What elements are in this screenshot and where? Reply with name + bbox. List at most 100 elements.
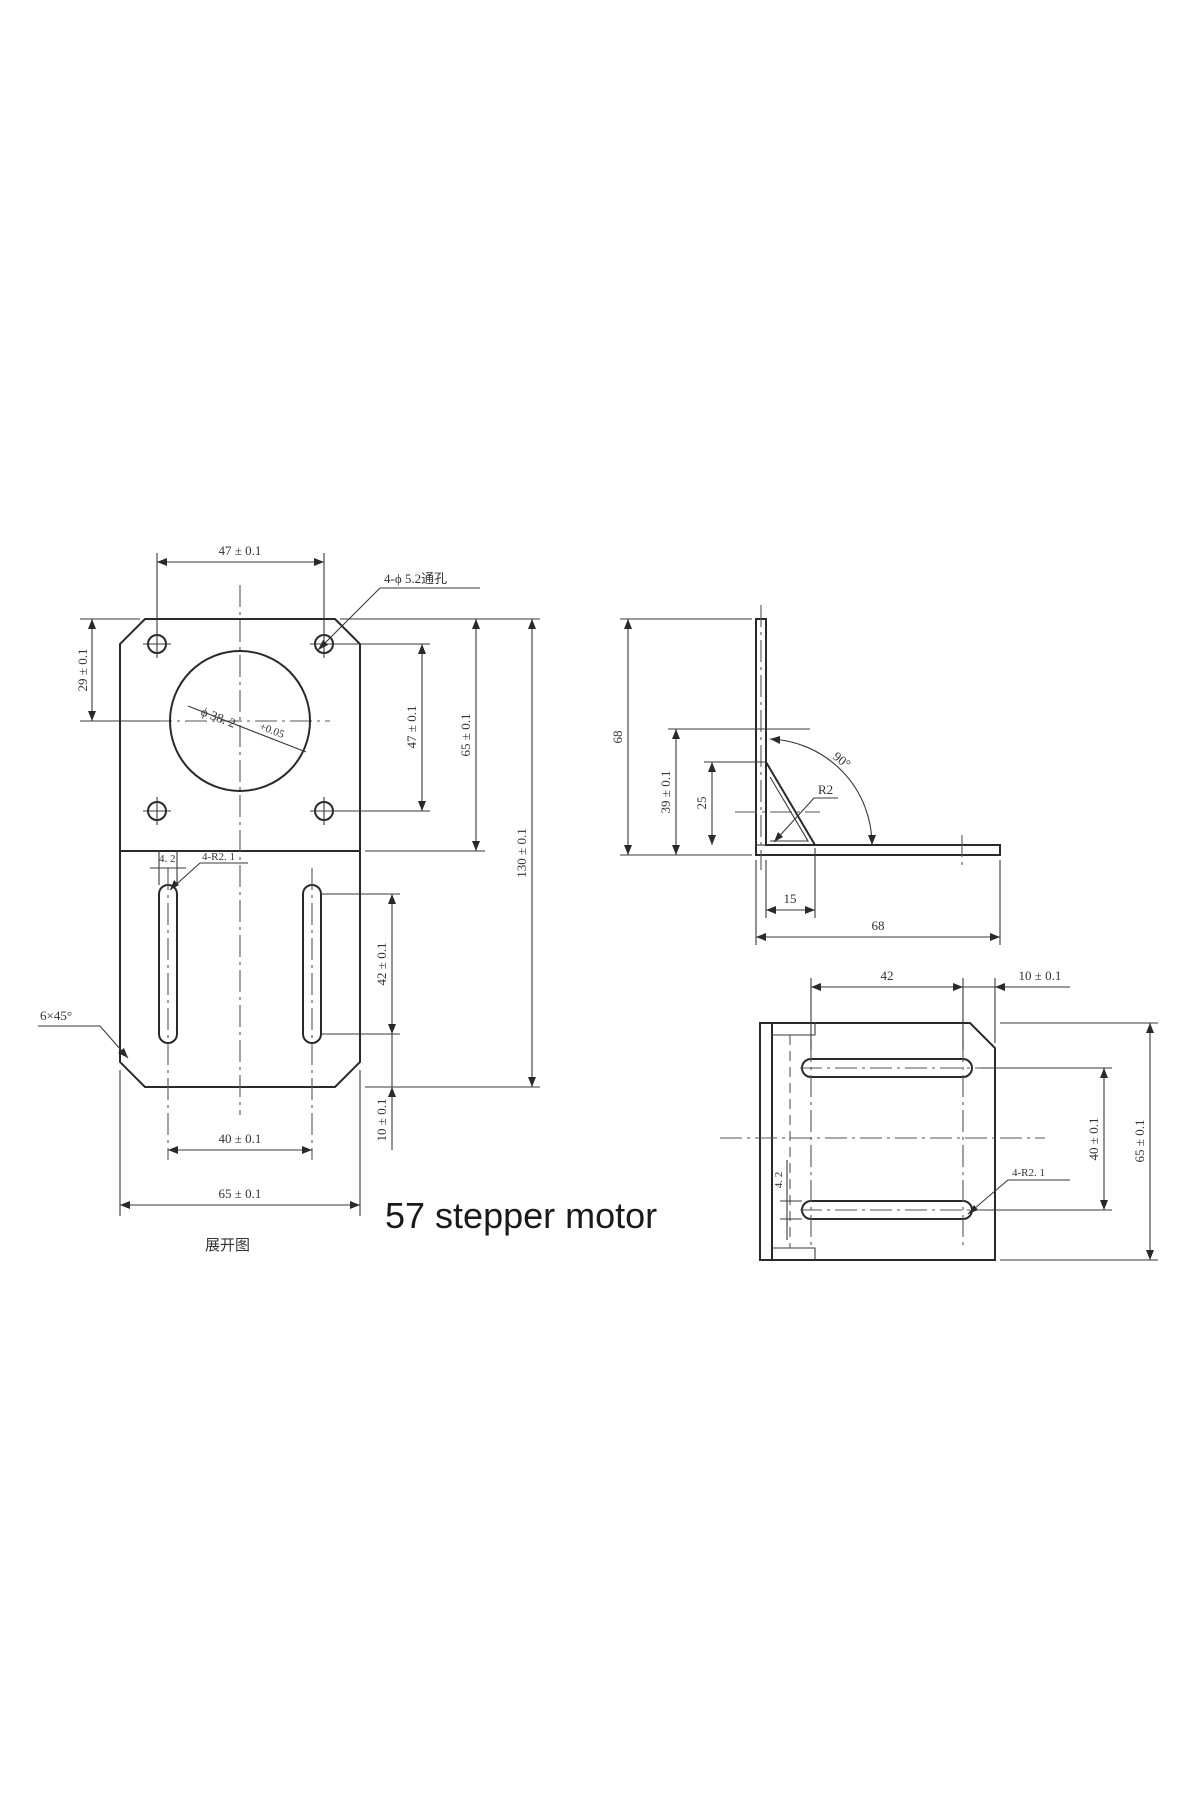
dim-label: 47 ± 0.1 — [219, 543, 262, 558]
leader-line — [38, 1025, 129, 1059]
dim-tolerance: +0.05 — [258, 721, 287, 742]
dim-47-vertical: 47 ± 0.1 — [334, 643, 430, 812]
dim-label: R2 — [818, 782, 833, 797]
dim-65-width: 65 ± 0.1 — [119, 1070, 361, 1216]
dim-angle: 90° — [769, 736, 876, 846]
dim-label: ϕ 38. 2 — [199, 704, 238, 731]
arrowhead — [1100, 1200, 1108, 1210]
arrowhead — [756, 933, 766, 941]
dim-68-vertical: 68 — [610, 618, 752, 856]
dim-label: 65 ± 0.1 — [219, 1186, 262, 1201]
arrowhead — [1100, 1068, 1108, 1078]
gusset-notch-bottom — [772, 1247, 816, 1260]
flat-pattern-caption: 展开图 — [205, 1236, 250, 1254]
dim-68-horizontal: 68 — [755, 860, 1001, 945]
arrowhead — [118, 1048, 128, 1058]
leader-line — [317, 587, 480, 651]
leader-line — [773, 797, 838, 843]
l-profile — [755, 618, 1001, 856]
arrowhead — [168, 1146, 178, 1154]
arrowhead — [811, 983, 821, 991]
arrowhead — [774, 832, 783, 842]
arrowhead — [350, 1201, 360, 1209]
arrowhead — [995, 983, 1005, 991]
base-outline — [759, 1022, 996, 1261]
flat-outline — [119, 618, 361, 1088]
arrowhead — [157, 558, 167, 566]
arrowhead — [472, 619, 480, 629]
arrowhead — [318, 640, 328, 650]
dim-47-top: 47 ± 0.1 — [156, 543, 325, 630]
arrowhead — [418, 644, 426, 654]
dim-label: 42 — [881, 968, 894, 983]
arrowhead — [868, 835, 876, 845]
dim-label: 4-ϕ 5.2通孔 — [384, 571, 447, 586]
arrowhead — [314, 558, 324, 566]
arrowhead — [388, 1024, 396, 1034]
bore-leader — [187, 705, 307, 753]
dim-label: 4-R2. 1 — [202, 851, 235, 863]
dim-label: 68 — [872, 918, 885, 933]
dim-label: 40 ± 0.1 — [1086, 1118, 1101, 1161]
base-dim-10: 10 ± 0.1 — [963, 968, 1070, 1043]
dim-15: 15 — [765, 848, 816, 918]
arrowhead — [528, 1077, 536, 1087]
arrowhead — [88, 711, 96, 721]
motor-bore — [169, 650, 311, 792]
dim-label: 6×45° — [40, 1008, 72, 1023]
leader-line — [967, 1179, 1070, 1215]
dim-label: 65 ± 0.1 — [458, 714, 473, 757]
arrowhead — [770, 736, 780, 744]
dim-label: 40 ± 0.1 — [219, 1131, 262, 1146]
mounting-holes — [143, 630, 338, 825]
dim-label: 42 ± 0.1 — [374, 943, 389, 986]
dim-25: 25 — [694, 761, 766, 845]
arrowhead — [388, 1087, 396, 1097]
dim-39: 39 ± 0.1 — [658, 728, 810, 855]
gusset — [765, 758, 817, 846]
arrowhead — [624, 845, 632, 855]
dim-65-vertical: 65 ± 0.1 — [340, 618, 485, 852]
arrowhead — [708, 835, 716, 845]
arrowhead — [1146, 1023, 1154, 1033]
dim-bore: ϕ 38. 2 +0.05 — [199, 704, 287, 742]
arrowhead — [990, 933, 1000, 941]
arrowhead — [388, 894, 396, 904]
dim-label: 10 ± 0.1 — [374, 1099, 389, 1142]
dim-r2: R2 — [773, 782, 838, 843]
side-view: 68 39 ± 0.1 25 90° R2 — [610, 605, 1001, 945]
hole-note: 4-ϕ 5.2通孔 — [317, 571, 480, 651]
arrowhead — [672, 845, 680, 855]
arrowhead — [672, 729, 680, 739]
base-dim-65: 65 ± 0.1 — [1000, 1022, 1158, 1261]
arrowhead — [302, 1146, 312, 1154]
angle-arc — [769, 738, 873, 846]
arrowhead — [472, 841, 480, 851]
flat-pattern-view: 47 ± 0.1 4-ϕ 5.2通孔 29 ± 0.1 ϕ 38. 2 +0.0… — [38, 543, 540, 1254]
dim-label: 39 ± 0.1 — [658, 771, 673, 814]
dim-label: 4. 2 — [773, 1172, 785, 1189]
dim-label: 10 ± 0.1 — [1019, 968, 1062, 983]
arrowhead — [624, 619, 632, 629]
base-dim-40: 40 ± 0.1 — [980, 1067, 1112, 1211]
adjustment-slots — [158, 868, 322, 1160]
dim-40: 40 ± 0.1 — [168, 1131, 312, 1154]
dim-label: 15 — [784, 891, 797, 906]
arrowhead — [170, 880, 179, 890]
leader-line — [169, 862, 248, 891]
dim-label: 25 — [694, 797, 709, 810]
arrowhead — [766, 906, 776, 914]
dim-label: 65 ± 0.1 — [1132, 1120, 1147, 1163]
dim-29: 29 ± 0.1 — [75, 618, 160, 722]
arrowhead — [968, 1205, 978, 1214]
drawing-title: 57 stepper motor — [385, 1195, 657, 1236]
dim-10: 10 ± 0.1 — [365, 1034, 400, 1150]
arrowhead — [805, 906, 815, 914]
arrowhead — [1146, 1250, 1154, 1260]
arrowhead — [418, 801, 426, 811]
dim-slot: 4. 2 4-R2. 1 — [150, 850, 248, 891]
dim-label: 29 ± 0.1 — [75, 649, 90, 692]
dim-label: 130 ± 0.1 — [514, 828, 529, 877]
arrowhead — [120, 1201, 130, 1209]
